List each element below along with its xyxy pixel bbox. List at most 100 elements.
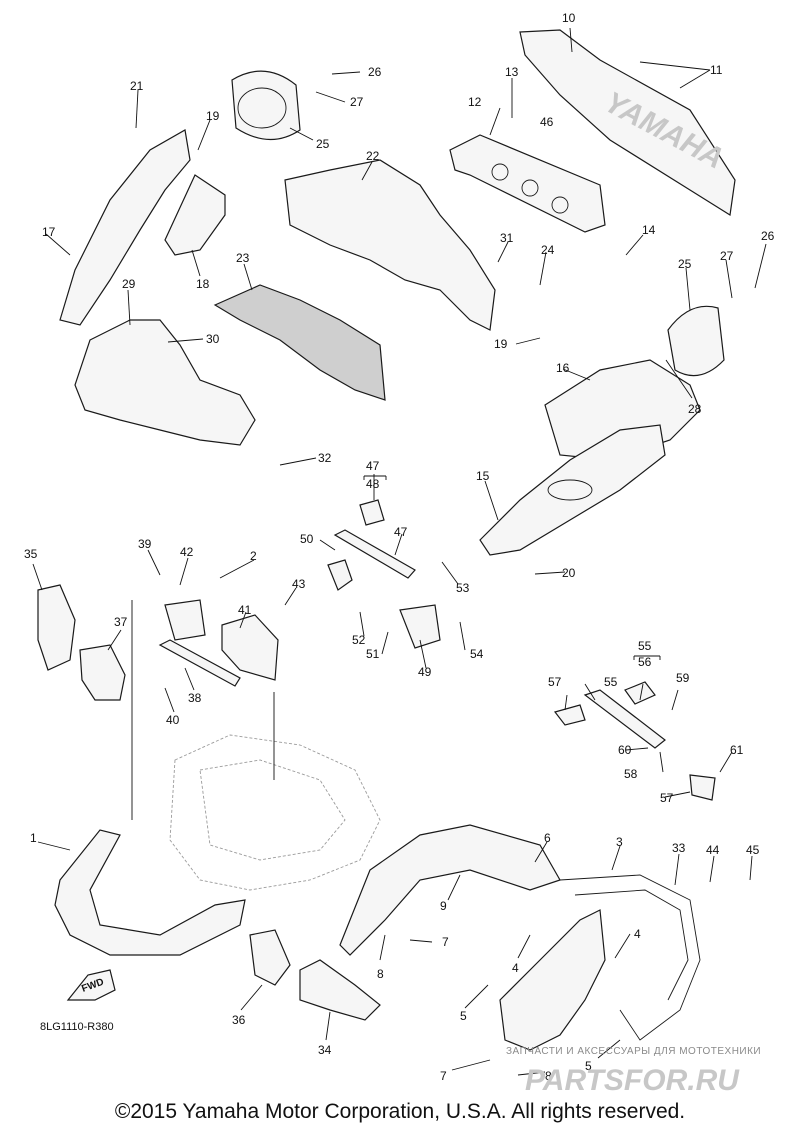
part-35-bracket bbox=[37, 584, 76, 671]
callout-35: 35 bbox=[24, 547, 38, 561]
diagram-code: 8LG1110-R380 bbox=[40, 1021, 114, 1033]
part-23-mesh bbox=[213, 284, 386, 401]
callout-7b: 7 bbox=[440, 1069, 447, 1083]
callout-57a: 57 bbox=[548, 675, 562, 689]
part-42-bracket bbox=[164, 599, 206, 641]
callout-60: 60 bbox=[618, 743, 632, 757]
callout-7a: 7 bbox=[442, 935, 449, 949]
fwd-arrow: FWD bbox=[66, 969, 116, 1001]
callout-43: 43 bbox=[292, 577, 306, 591]
part-22-cover bbox=[284, 159, 496, 331]
callout-21: 21 bbox=[130, 79, 144, 93]
part-side-cowl bbox=[499, 909, 606, 1051]
callout-5a: 5 bbox=[460, 1009, 467, 1023]
callout-22: 22 bbox=[366, 149, 380, 163]
part-48-sleeve bbox=[359, 499, 385, 526]
watermark-caption: ЗАПЧАСТИ И АКСЕССУАРЫ ДЛЯ МОТОТЕХНИКИ bbox=[506, 1046, 761, 1057]
callout-45: 45 bbox=[746, 843, 760, 857]
callout-51: 51 bbox=[366, 647, 380, 661]
callout-50: 50 bbox=[300, 532, 314, 546]
callout-47a: 47 bbox=[366, 459, 380, 473]
frame-outline bbox=[169, 734, 381, 891]
callout-58: 58 bbox=[624, 767, 638, 781]
callout-56: 56 bbox=[638, 655, 652, 669]
callout-24: 24 bbox=[541, 243, 555, 257]
callout-29: 29 bbox=[122, 277, 136, 291]
callout-8a: 8 bbox=[377, 967, 384, 981]
watermark-logo: PARTSFOR.RU bbox=[525, 1064, 740, 1097]
callout-14: 14 bbox=[642, 223, 656, 237]
part-36-bracket bbox=[249, 929, 291, 986]
group-brackets bbox=[363, 475, 661, 660]
callout-8b: 8 bbox=[545, 1069, 552, 1083]
part-34-duct bbox=[299, 959, 381, 1021]
copyright-notice: ©2015 Yamaha Motor Corporation, U.S.A. A… bbox=[114, 1100, 686, 1123]
callout-47b: 47 bbox=[394, 525, 408, 539]
callout-41: 41 bbox=[238, 603, 252, 617]
callout-19a: 19 bbox=[206, 109, 220, 123]
callout-53: 53 bbox=[456, 581, 470, 595]
callout-12: 12 bbox=[468, 95, 482, 109]
callout-55a: 55 bbox=[638, 639, 652, 653]
callout-44: 44 bbox=[706, 843, 720, 857]
callout-10: 10 bbox=[562, 11, 576, 25]
leader-lines bbox=[32, 27, 767, 1076]
part-28-cover bbox=[667, 305, 725, 377]
part-56-sleeve bbox=[624, 681, 656, 705]
part-1-lower-cowl bbox=[54, 829, 246, 956]
callout-4a: 4 bbox=[512, 961, 519, 975]
callout-1: 1 bbox=[30, 831, 37, 845]
callout-37: 37 bbox=[114, 615, 128, 629]
callout-38: 38 bbox=[188, 691, 202, 705]
part-25-duct bbox=[231, 70, 301, 141]
part-41-bracket bbox=[221, 614, 279, 681]
callout-61: 61 bbox=[730, 743, 744, 757]
part-57-bracket-upper bbox=[553, 704, 586, 726]
callout-27b: 27 bbox=[720, 249, 734, 263]
callout-15: 15 bbox=[476, 469, 490, 483]
part-37-bracket bbox=[79, 644, 126, 701]
callout-31: 31 bbox=[500, 231, 514, 245]
callout-36: 36 bbox=[232, 1013, 246, 1027]
callout-30: 30 bbox=[206, 332, 220, 346]
part-47-damper bbox=[333, 529, 416, 579]
part-49-bracket bbox=[399, 604, 441, 649]
callout-6: 6 bbox=[544, 831, 551, 845]
callout-20: 20 bbox=[562, 566, 576, 580]
callout-labels: 1 2 3 4 4 5 5 6 7 7 8 8 9 10 11 12 13 14… bbox=[24, 11, 775, 1083]
callout-34: 34 bbox=[318, 1043, 332, 1057]
callout-49: 49 bbox=[418, 665, 432, 679]
callout-54: 54 bbox=[470, 647, 484, 661]
part-drawings: YAMAHA bbox=[37, 29, 736, 1051]
callout-13: 13 bbox=[505, 65, 519, 79]
callout-26b: 26 bbox=[761, 229, 775, 243]
part-12-bracket bbox=[449, 134, 606, 233]
part-10-cowl bbox=[519, 29, 736, 216]
callout-57b: 57 bbox=[660, 791, 674, 805]
callout-26a: 26 bbox=[368, 65, 382, 79]
callout-11: 11 bbox=[710, 63, 723, 77]
callout-16: 16 bbox=[556, 361, 570, 375]
part-3-tube bbox=[559, 874, 701, 1041]
callout-42: 42 bbox=[180, 545, 194, 559]
callout-32: 32 bbox=[318, 451, 332, 465]
callout-27a: 27 bbox=[350, 95, 364, 109]
callout-9: 9 bbox=[440, 899, 447, 913]
callout-23: 23 bbox=[236, 251, 250, 265]
part-6-frame bbox=[339, 824, 561, 956]
callout-5b: 5 bbox=[585, 1059, 592, 1073]
callout-28: 28 bbox=[688, 402, 702, 416]
callout-52: 52 bbox=[352, 633, 366, 647]
fwd-arrow-icon bbox=[66, 969, 116, 1001]
callout-46: 46 bbox=[540, 115, 554, 129]
callout-18: 18 bbox=[196, 277, 210, 291]
part-18-panel bbox=[164, 174, 226, 256]
callout-25a: 25 bbox=[316, 137, 330, 151]
callout-40: 40 bbox=[166, 713, 180, 727]
callout-59: 59 bbox=[676, 671, 690, 685]
part-29-duct bbox=[74, 319, 256, 446]
callout-2: 2 bbox=[250, 549, 257, 563]
part-17-side-panel bbox=[59, 129, 191, 326]
callout-25b: 25 bbox=[678, 257, 692, 271]
